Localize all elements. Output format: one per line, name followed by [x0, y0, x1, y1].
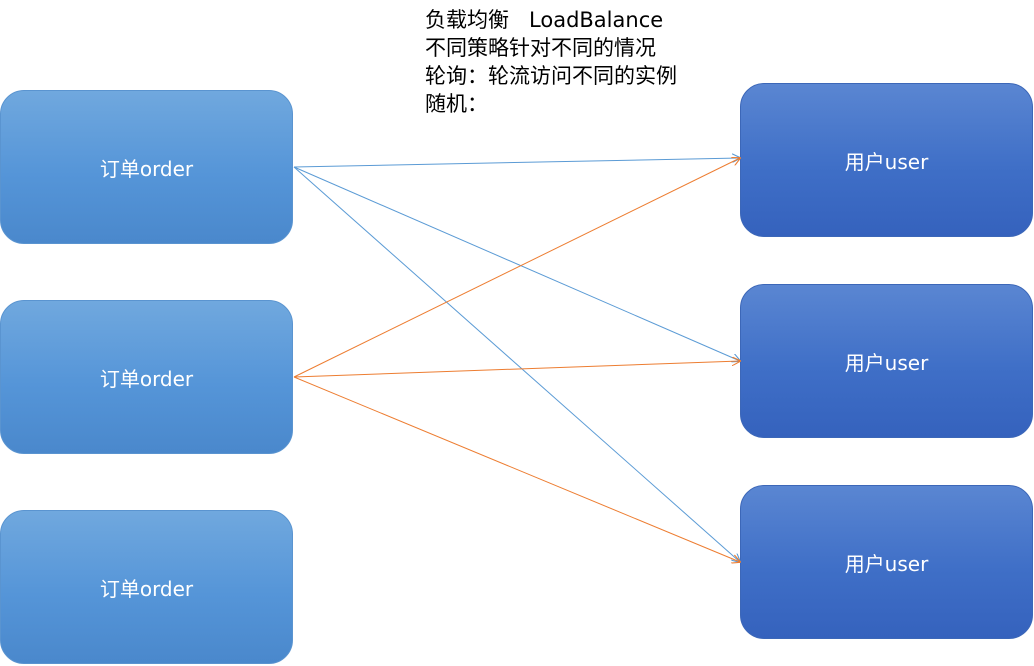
user-node-1: 用户user — [740, 83, 1033, 237]
arrow-order-1-to-user-1 — [293, 158, 740, 168]
arrow-order-2-to-user-3 — [293, 376, 740, 562]
user-node-3: 用户user — [740, 485, 1033, 639]
order-node-label: 订单order — [99, 576, 194, 601]
note-line-round-robin: 轮询：轮流访问不同的实例 — [425, 64, 677, 88]
arrow-order-2-to-user-2 — [293, 361, 740, 378]
arrow-order-2-to-user-1 — [293, 158, 740, 378]
note-line-strategy: 不同策略针对不同的情况 — [425, 36, 656, 60]
user-node-label: 用户user — [844, 149, 929, 174]
order-node-label: 订单order — [99, 366, 194, 391]
order-node-1: 订单order — [0, 90, 293, 244]
order-node-2: 订单order — [0, 300, 293, 454]
user-node-2: 用户user — [740, 284, 1033, 438]
notes-text-block: 负载均衡 LoadBalance 不同策略针对不同的情况 轮询：轮流访问不同的实… — [425, 6, 677, 118]
order-node-3: 订单order — [0, 510, 293, 664]
user-node-label: 用户user — [844, 350, 929, 375]
note-line-random: 随机： — [425, 92, 488, 116]
arrow-order-1-to-user-2 — [293, 166, 740, 361]
user-node-label: 用户user — [844, 551, 929, 576]
arrow-order-1-to-user-3 — [293, 166, 740, 562]
order-node-label: 订单order — [99, 156, 194, 181]
note-line-load-balance: 负载均衡 LoadBalance — [425, 8, 664, 32]
